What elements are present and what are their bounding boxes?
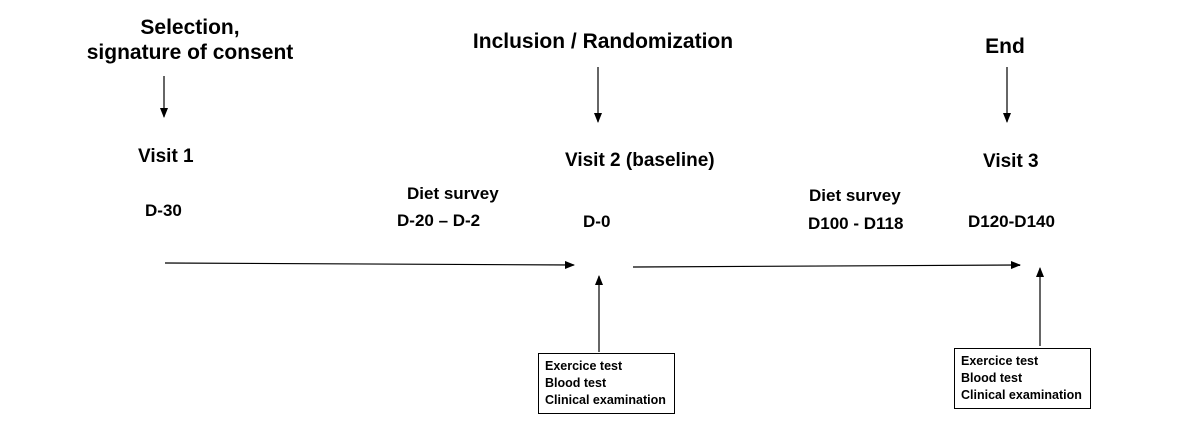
survey2-title: Diet survey — [809, 186, 901, 205]
exam-item: Blood test — [545, 376, 607, 390]
visit3-day: D120-D140 — [968, 212, 1055, 231]
exam-item: Clinical examination — [961, 388, 1082, 402]
exam-item: Clinical examination — [545, 393, 666, 407]
survey1-range: D-20 – D-2 — [397, 211, 481, 230]
exam-item: Exercice test — [961, 354, 1039, 368]
survey1-title: Diet survey — [407, 184, 499, 203]
selection-label: Selection, signature of consent — [86, 16, 294, 65]
end-label: End — [985, 35, 1025, 58]
timeline-arrow-2 — [632, 261, 1021, 270]
visit1-title: Visit 1 — [138, 146, 194, 167]
inclusion-label: Inclusion / Randomization — [472, 30, 734, 53]
exam-box-visit3: Exercice test Blood test Clinical examin… — [954, 348, 1091, 409]
exam-box-visit2: Exercice test Blood test Clinical examin… — [538, 353, 675, 414]
visit2-title: Visit 2 (baseline) — [565, 150, 715, 171]
exam-item: Exercice test — [545, 359, 623, 373]
exam-item: Blood test — [961, 371, 1023, 385]
survey2-range: D100 - D118 — [808, 214, 904, 233]
visit1-day: D-30 — [145, 201, 182, 220]
visit2-day: D-0 — [583, 212, 611, 231]
visit3-title: Visit 3 — [983, 151, 1039, 172]
timeline-arrow-1 — [164, 260, 575, 269]
